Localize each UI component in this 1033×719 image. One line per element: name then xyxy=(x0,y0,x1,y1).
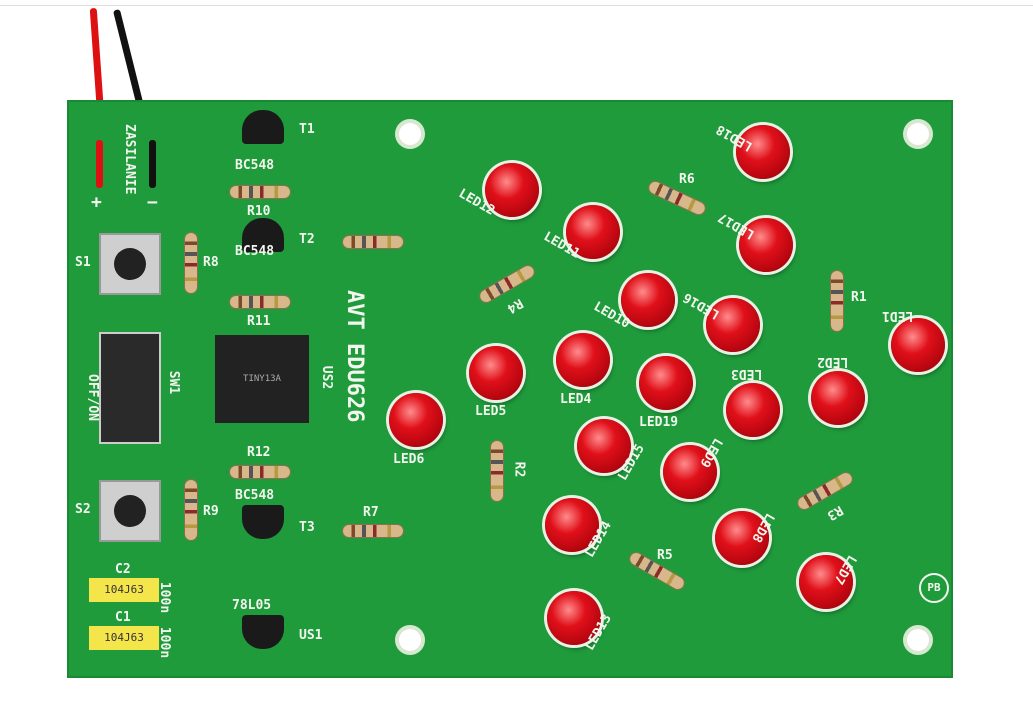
resistor-r10 xyxy=(230,186,290,198)
led1-label: LED1 xyxy=(882,308,914,323)
mount-hole xyxy=(907,629,929,651)
minus-mark: − xyxy=(147,192,158,213)
r3-label: R3 xyxy=(824,502,846,523)
r9-label: R9 xyxy=(203,504,219,519)
resistor-r7 xyxy=(343,525,403,537)
black-wire-end xyxy=(149,140,156,188)
us2-label: US2 xyxy=(319,365,335,390)
led xyxy=(566,205,620,259)
led6-label: LED6 xyxy=(393,452,425,467)
led2-label: LED2 xyxy=(817,354,849,369)
button-s2[interactable] xyxy=(99,480,161,542)
mount-hole xyxy=(399,123,421,145)
slide-switch[interactable] xyxy=(99,332,161,444)
pcb-board: + − ZASILANIE S1 S2 OFF/ON SW1 104J63 10… xyxy=(67,100,953,678)
capacitor-c2: 104J63 xyxy=(89,578,159,602)
c2-value: 100n xyxy=(157,581,173,614)
led xyxy=(577,419,631,473)
c1-value: 100n xyxy=(157,626,173,659)
transistor-t1 xyxy=(242,110,284,144)
resistor-unlabeled xyxy=(343,236,403,248)
capacitor-c1: 104J63 xyxy=(89,626,159,650)
transistor-t2 xyxy=(242,218,284,252)
r12-label: R12 xyxy=(247,445,271,460)
resistor-r11 xyxy=(230,296,290,308)
t1-type: BC548 xyxy=(235,158,275,173)
resistor-r8 xyxy=(185,233,197,293)
led xyxy=(545,498,599,552)
plus-mark: + xyxy=(91,192,102,213)
c1-label: C1 xyxy=(115,610,131,625)
t2-type: BC548 xyxy=(235,244,275,259)
r1-label: R1 xyxy=(851,290,867,305)
t1-label: T1 xyxy=(299,122,315,137)
r7-label: R7 xyxy=(363,505,379,520)
led xyxy=(556,333,610,387)
r4-label: R4 xyxy=(504,295,526,316)
r2-label: R2 xyxy=(511,461,527,478)
mount-hole xyxy=(907,123,929,145)
c2-label: C2 xyxy=(115,562,131,577)
resistor-r3 xyxy=(796,470,854,512)
led xyxy=(715,511,769,565)
t2-label: T2 xyxy=(299,232,315,247)
led17-label: LED17 xyxy=(715,209,758,242)
ic-chip: TINY13A xyxy=(215,335,309,423)
resistor-r6 xyxy=(647,179,707,217)
t3-type: BC548 xyxy=(235,488,275,503)
top-divider xyxy=(0,5,1033,6)
regulator xyxy=(242,615,284,649)
led18-label: LED18 xyxy=(713,121,756,154)
led4-label: LED4 xyxy=(560,392,592,407)
led xyxy=(726,383,780,437)
power-label: ZASILANIE xyxy=(122,124,137,195)
board-title: AVT EDU626 xyxy=(342,290,367,423)
resistor-r9 xyxy=(185,480,197,540)
resistor-r12 xyxy=(230,466,290,478)
led xyxy=(891,318,945,372)
regulator-type: 78L05 xyxy=(232,598,272,613)
led xyxy=(485,163,539,217)
r5-label: R5 xyxy=(657,548,673,563)
led5-label: LED5 xyxy=(475,404,507,419)
s1-label: S1 xyxy=(75,255,91,270)
led xyxy=(706,298,760,352)
r11-label: R11 xyxy=(247,314,271,329)
led xyxy=(639,356,693,410)
led xyxy=(811,371,865,425)
r10-label: R10 xyxy=(247,204,271,219)
us1-label: US1 xyxy=(299,628,323,643)
red-wire-end xyxy=(96,140,103,188)
resistor-r1 xyxy=(831,271,843,331)
s2-label: S2 xyxy=(75,502,91,517)
button-s1[interactable] xyxy=(99,233,161,295)
t3-label: T3 xyxy=(299,520,315,535)
resistor-r4 xyxy=(478,263,536,305)
resistor-r2 xyxy=(491,441,503,501)
sw1-label: SW1 xyxy=(166,370,182,395)
led xyxy=(799,555,853,609)
led xyxy=(739,218,793,272)
r8-label: R8 xyxy=(203,255,219,270)
led3-label: LED3 xyxy=(731,366,763,381)
led xyxy=(389,393,443,447)
led xyxy=(621,273,675,327)
led9-label: LED9 xyxy=(696,435,725,470)
led16-label: LED16 xyxy=(680,289,723,322)
switch-label: OFF/ON xyxy=(84,374,100,421)
logo-mark: PB xyxy=(919,573,949,603)
led xyxy=(663,445,717,499)
transistor-t3 xyxy=(242,505,284,539)
led xyxy=(547,591,601,645)
led19-label: LED19 xyxy=(639,415,679,430)
r6-label: R6 xyxy=(679,172,695,187)
mount-hole xyxy=(399,629,421,651)
led xyxy=(736,125,790,179)
led xyxy=(469,346,523,400)
